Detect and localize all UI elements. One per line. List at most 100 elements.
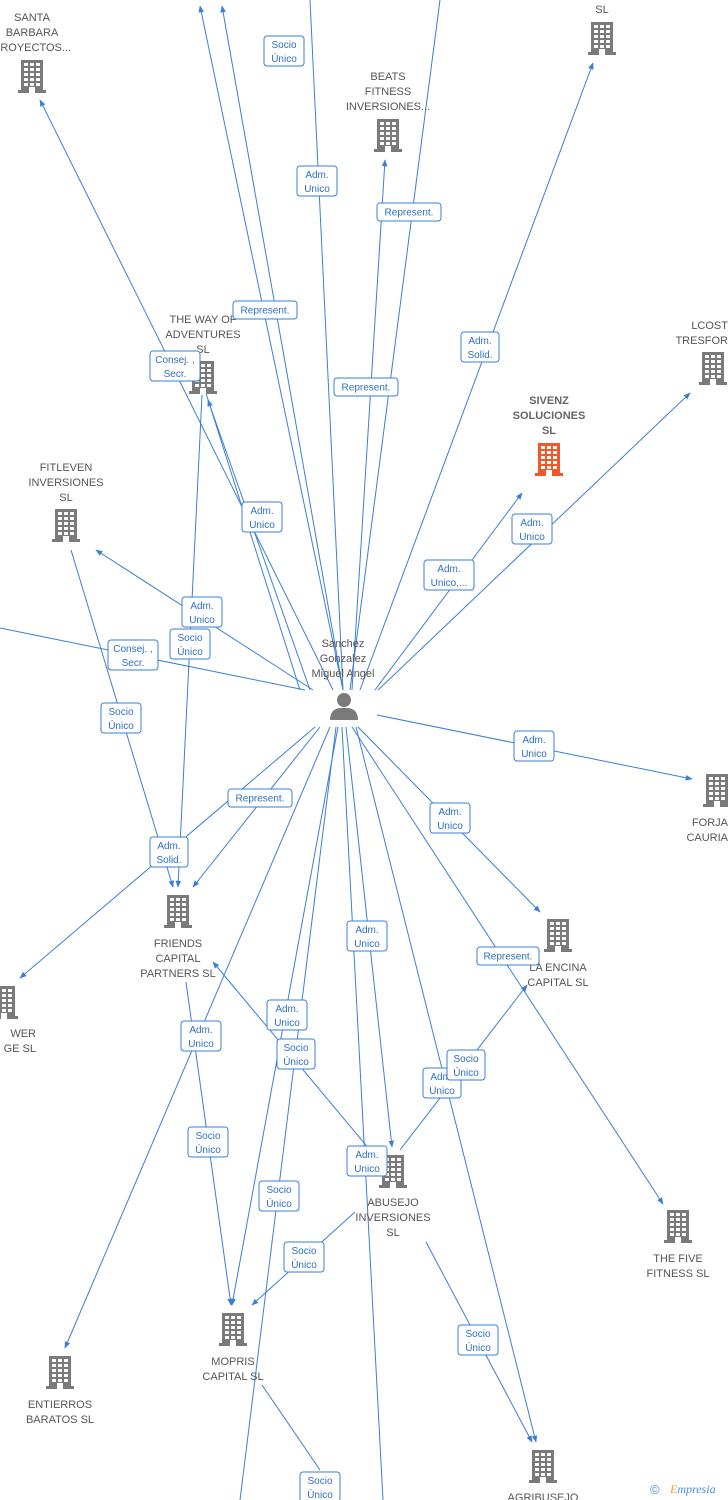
relation-edge xyxy=(239,726,337,1500)
relation-text: Represent. xyxy=(342,383,391,394)
relation-label[interactable]: Adm.Solid. xyxy=(149,836,189,868)
relation-label[interactable]: Adm.Unico xyxy=(513,730,555,762)
building-icon xyxy=(0,986,18,1019)
relation-label[interactable]: Adm.Unico xyxy=(511,513,553,545)
building-icon xyxy=(588,22,616,55)
relation-label[interactable]: Adm.Unico xyxy=(346,1145,388,1177)
relation-label[interactable]: Adm.Solid. xyxy=(460,331,500,363)
brand-logo[interactable]: Empresia xyxy=(669,1482,716,1496)
relation-text: Adm.Solid. xyxy=(156,841,181,866)
relation-label[interactable]: Consej. ,Secr. xyxy=(107,639,159,671)
relation-label[interactable]: Adm.Unico xyxy=(266,999,308,1031)
node-sl-top[interactable]: SL xyxy=(588,4,616,55)
building-icon xyxy=(544,919,572,952)
relation-text: Consej. ,Secr. xyxy=(155,355,194,380)
relation-text: Adm.Unico xyxy=(429,1072,455,1097)
relation-label[interactable]: Represent. xyxy=(227,788,293,808)
building-icon xyxy=(535,443,563,476)
relation-edge xyxy=(374,492,523,691)
relation-text: Adm.Unico xyxy=(354,1150,380,1175)
building-icon xyxy=(699,352,727,385)
relation-label[interactable]: Represent. xyxy=(476,946,540,966)
relation-label[interactable]: Represent. xyxy=(376,202,442,222)
footer-brand[interactable]: © Empresia xyxy=(650,1482,716,1497)
relation-label[interactable]: Adm.Unico xyxy=(429,802,471,834)
building-icon xyxy=(374,119,402,152)
relation-label[interactable]: Adm.Unico xyxy=(181,596,223,628)
building-icon xyxy=(164,895,192,928)
relation-label[interactable]: Adm.Unico,... xyxy=(423,559,475,591)
node-agribusejo[interactable]: AGRIBUSEJO xyxy=(508,1450,579,1500)
relation-edge xyxy=(204,389,301,691)
building-icon xyxy=(219,1313,247,1346)
relation-label[interactable]: Consej. ,Secr. xyxy=(149,350,201,382)
relation-label[interactable]: Adm.Unico xyxy=(346,920,388,952)
relation-label[interactable]: Represent. xyxy=(232,300,298,320)
building-icon xyxy=(664,1210,692,1243)
relation-edge xyxy=(39,99,334,691)
relation-edge xyxy=(207,399,311,691)
relation-text: Consej. ,Secr. xyxy=(113,644,152,669)
relation-edge xyxy=(261,1384,321,1471)
building-icon xyxy=(18,60,46,93)
building-icon xyxy=(529,1450,557,1483)
relation-text: Adm.Unico,... xyxy=(431,564,468,589)
relation-label[interactable]: Represent. xyxy=(333,377,399,397)
relation-text: Adm.Unico xyxy=(519,518,545,543)
relation-label[interactable]: Adm.Unico xyxy=(180,1020,222,1052)
relation-text: Adm.Unico xyxy=(188,1025,214,1050)
relation-edge xyxy=(351,159,388,691)
relation-label[interactable]: Adm.Unico xyxy=(241,501,283,533)
relation-label[interactable]: Adm.Unico xyxy=(296,165,338,197)
relation-text: Adm.Unico xyxy=(354,925,380,950)
